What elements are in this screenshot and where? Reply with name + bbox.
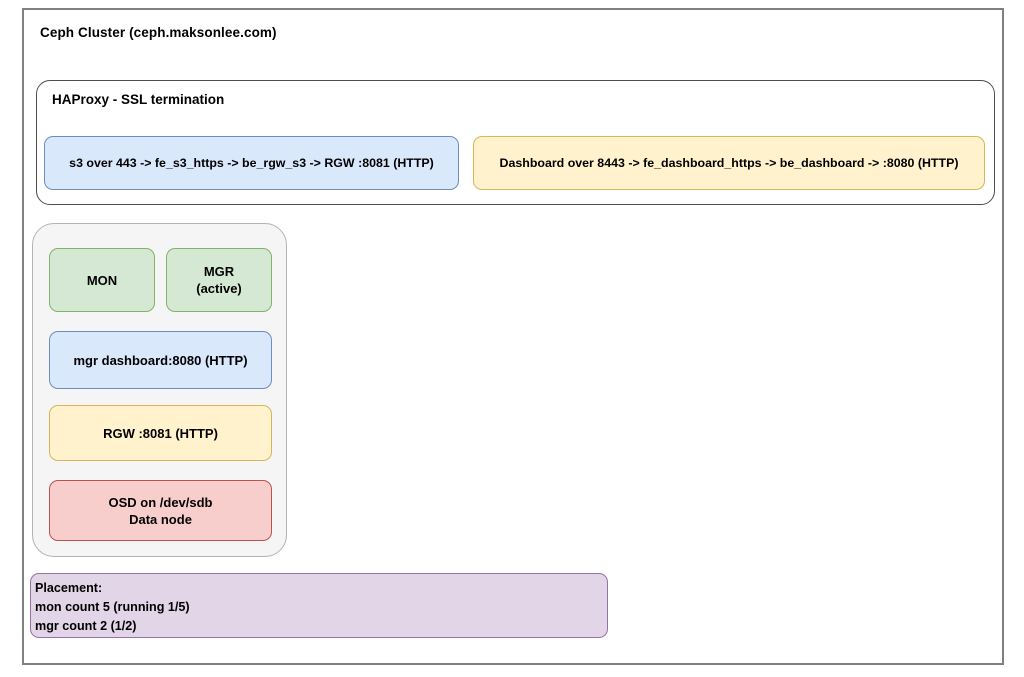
s3-flow-label: s3 over 443 -> fe_s3_https -> be_rgw_s3 … bbox=[69, 156, 434, 170]
haproxy-title: HAProxy - SSL termination bbox=[52, 92, 225, 107]
placement-mgr-count: mgr count 2 (1/2) bbox=[35, 619, 137, 633]
mon-box: MON bbox=[49, 248, 155, 312]
osd-box: OSD on /dev/sdb Data node bbox=[49, 480, 272, 541]
placement-mon-count: mon count 5 (running 1/5) bbox=[35, 600, 190, 614]
s3-flow-box: s3 over 443 -> fe_s3_https -> be_rgw_s3 … bbox=[44, 136, 459, 190]
mgr-dashboard-box: mgr dashboard:8080 (HTTP) bbox=[49, 331, 272, 389]
mon-label: MON bbox=[86, 272, 118, 288]
rgw-label: RGW :8081 (HTTP) bbox=[103, 425, 218, 441]
osd-device-label: OSD on /dev/sdb bbox=[108, 494, 213, 510]
cluster-title: Ceph Cluster (ceph.maksonlee.com) bbox=[40, 25, 277, 40]
dashboard-flow-box: Dashboard over 8443 -> fe_dashboard_http… bbox=[473, 136, 985, 190]
mgr-dashboard-label: mgr dashboard:8080 (HTTP) bbox=[73, 352, 248, 368]
osd-role-label: Data node bbox=[129, 511, 192, 527]
placement-note: Placement: mon count 5 (running 1/5) mgr… bbox=[30, 573, 608, 638]
rgw-box: RGW :8081 (HTTP) bbox=[49, 405, 272, 461]
mgr-box: MGR (active) bbox=[166, 248, 272, 312]
mgr-state-label: (active) bbox=[196, 281, 242, 296]
mgr-label: MGR bbox=[203, 264, 235, 279]
placement-heading: Placement: bbox=[35, 581, 103, 595]
dashboard-flow-label: Dashboard over 8443 -> fe_dashboard_http… bbox=[499, 156, 959, 170]
